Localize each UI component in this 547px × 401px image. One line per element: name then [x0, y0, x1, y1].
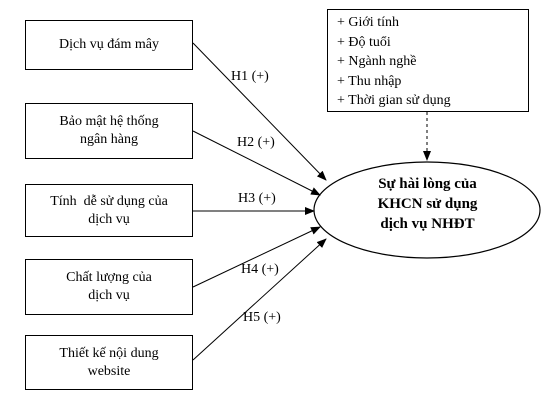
- factor-line: Tính dễ sử dụng của: [50, 193, 168, 209]
- factor-box-cloud-service: Dịch vụ đám mây: [25, 20, 193, 70]
- factor-line: ngân hàng: [80, 132, 138, 147]
- control-variable-item: + Thu nhập: [337, 73, 402, 89]
- factor-line: website: [87, 363, 131, 379]
- factor-line: dịch vụ: [88, 288, 130, 303]
- hypothesis-label-h5: H5 (+): [243, 310, 281, 325]
- arrow-h1: [192, 42, 327, 181]
- factor-box-service-quality: Chất lượng của dịch vụ: [25, 259, 193, 315]
- outcome-line: Sự hài lòng của: [378, 176, 477, 192]
- factor-line: dịch vụ: [88, 211, 130, 227]
- control-variables-box: + Giới tính + Độ tuổi + Ngành nghề + Thu…: [327, 9, 529, 112]
- factor-line: Bảo mật hệ thống: [59, 114, 159, 129]
- control-variable-item: + Độ tuổi: [337, 34, 391, 50]
- outcome-label: Sự hài lòng của KHCN sử dụng dịch vụ NHĐ…: [345, 174, 510, 244]
- hypothesis-label-h1: H1 (+): [231, 69, 269, 84]
- control-variable-item: + Ngành nghề: [337, 54, 417, 69]
- arrow-h5: [192, 238, 327, 361]
- factor-line: Thiết kế nội dung: [59, 345, 159, 361]
- hypothesis-label-h2: H2 (+): [237, 135, 275, 150]
- arrow-h4: [192, 226, 321, 288]
- factor-box-bank-security: Bảo mật hệ thống ngân hàng: [25, 103, 193, 159]
- outcome-line: KHCN sử dụng: [377, 196, 478, 212]
- factor-line: Dịch vụ đám mây: [59, 37, 159, 52]
- control-variable-item: + Thời gian sử dụng: [337, 93, 451, 108]
- outcome-line: dịch vụ NHĐT: [380, 216, 475, 232]
- factor-box-website-design: Thiết kế nội dung website: [25, 335, 193, 390]
- arrow-h2: [192, 130, 321, 196]
- control-variable-item: + Giới tính: [337, 15, 399, 30]
- hypothesis-label-h3: H3 (+): [238, 191, 276, 206]
- factor-line: Chất lượng của: [66, 270, 152, 285]
- factor-box-ease-of-use: Tính dễ sử dụng của dịch vụ: [25, 184, 193, 237]
- hypothesis-label-h4: H4 (+): [241, 262, 279, 277]
